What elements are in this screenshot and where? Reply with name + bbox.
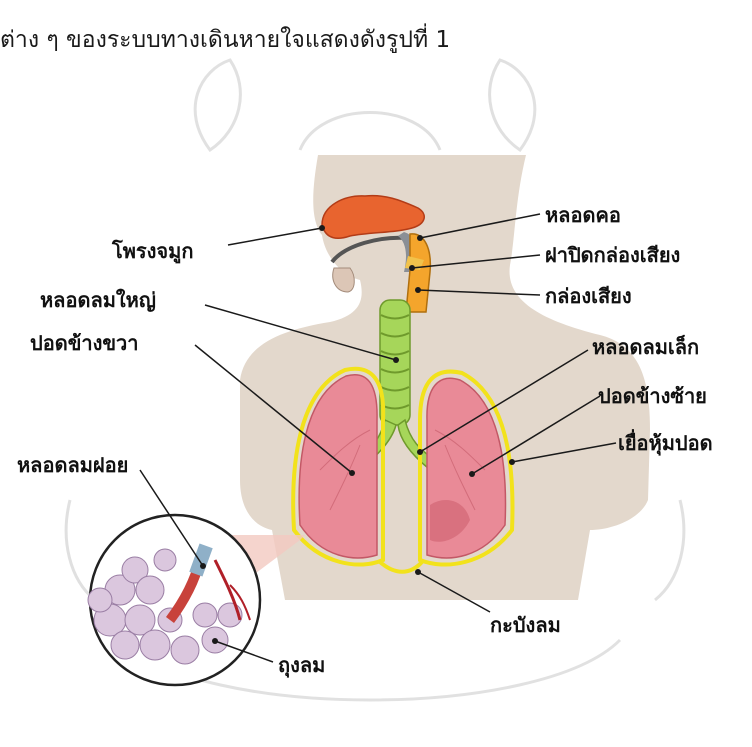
label-diaphragm: กะบังลม <box>490 613 561 637</box>
label-left-lung: ปอดข้างซ้าย <box>598 384 707 408</box>
alveoli-inset <box>88 515 260 685</box>
label-right-lung: ปอดข้างขวา <box>30 331 139 355</box>
label-bronchus: หลอดลมเล็ก <box>592 334 699 359</box>
label-trachea: หลอดลมใหญ่ <box>40 288 156 312</box>
label-pharynx: หลอดคอ <box>545 203 621 227</box>
jaw <box>333 268 355 292</box>
label-epiglottis: ฝาปิดกล่องเสียง <box>545 243 680 267</box>
label-pleura: เยื่อหุ้มปอด <box>618 428 713 456</box>
label-alveoli: ถุงลม <box>278 653 325 678</box>
larynx <box>406 234 430 312</box>
label-larynx: กล่องเสียง <box>545 284 632 308</box>
label-bronchiole: หลอดลมฝอย <box>17 453 128 477</box>
label-nasal-cavity: โพรงจมูก <box>111 239 193 265</box>
